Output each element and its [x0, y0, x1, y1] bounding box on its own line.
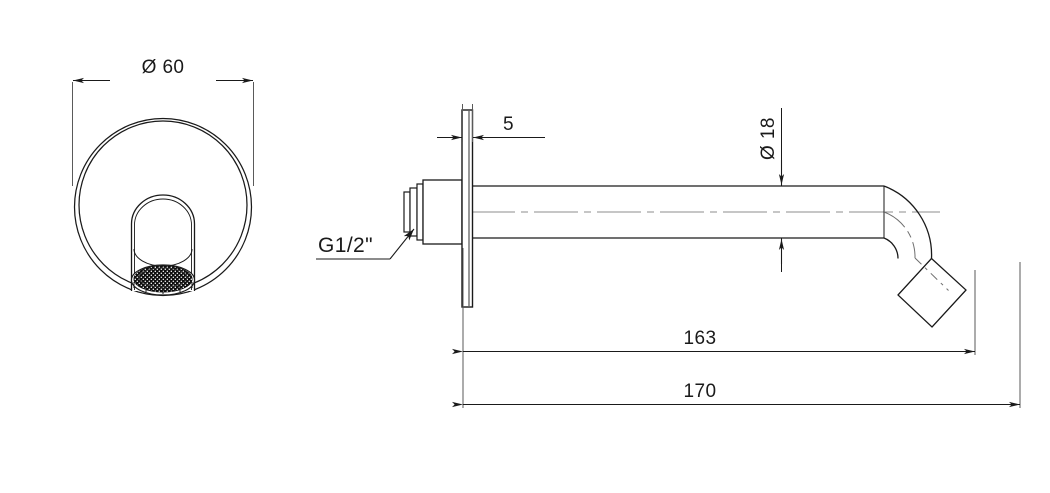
front-view-diameter-dimension: Ø 60 [72, 57, 254, 186]
dimension-label-plate-diameter: Ø 60 [142, 57, 185, 78]
elbow-inner-arc [883, 237, 899, 259]
outlet-centerline [914, 257, 949, 291]
elbow-centerline-arc [883, 211, 916, 259]
projection-170-dimension: 170 [452, 262, 1021, 408]
front-view: Ø 60 [72, 57, 254, 297]
side-view: G1/2" 5 [316, 104, 1021, 408]
dimension-label-projection-163: 163 [684, 328, 717, 349]
aerator-knurl-ticks [133, 282, 193, 294]
dimension-label-plate-thickness: 5 [503, 114, 514, 135]
outlet-edge-diagonal-1 [897, 258, 932, 296]
aerator-inner-ring [138, 267, 188, 288]
spout-curved-section [883, 185, 967, 328]
dimension-label-projection-170: 170 [684, 381, 717, 402]
connector-body [422, 179, 463, 245]
plate-thickness-dimension: 5 [437, 104, 545, 142]
tube-diameter-dimension: Ø 18 [758, 108, 785, 272]
inlet-thread-callout: G1/2" [316, 228, 415, 260]
wall-flange-plate [461, 109, 474, 308]
aerator-assembly [130, 264, 196, 296]
dimension-label-tube-diameter: Ø 18 [758, 117, 779, 160]
callout-leader-line [389, 228, 415, 260]
outlet-end-face [897, 257, 967, 328]
spout-barrel-inner-outline [134, 198, 192, 290]
outlet-edge-diagonal-2 [931, 289, 967, 328]
thread-ring-3 [416, 183, 424, 241]
aerator-mesh [134, 266, 192, 292]
projection-163-dimension: 163 [452, 248, 976, 355]
thread-ring-1 [403, 191, 411, 233]
inlet-thread-connector [403, 179, 463, 245]
elbow-outer-arc [883, 185, 933, 259]
callout-label-inlet-thread: G1/2" [318, 234, 373, 257]
